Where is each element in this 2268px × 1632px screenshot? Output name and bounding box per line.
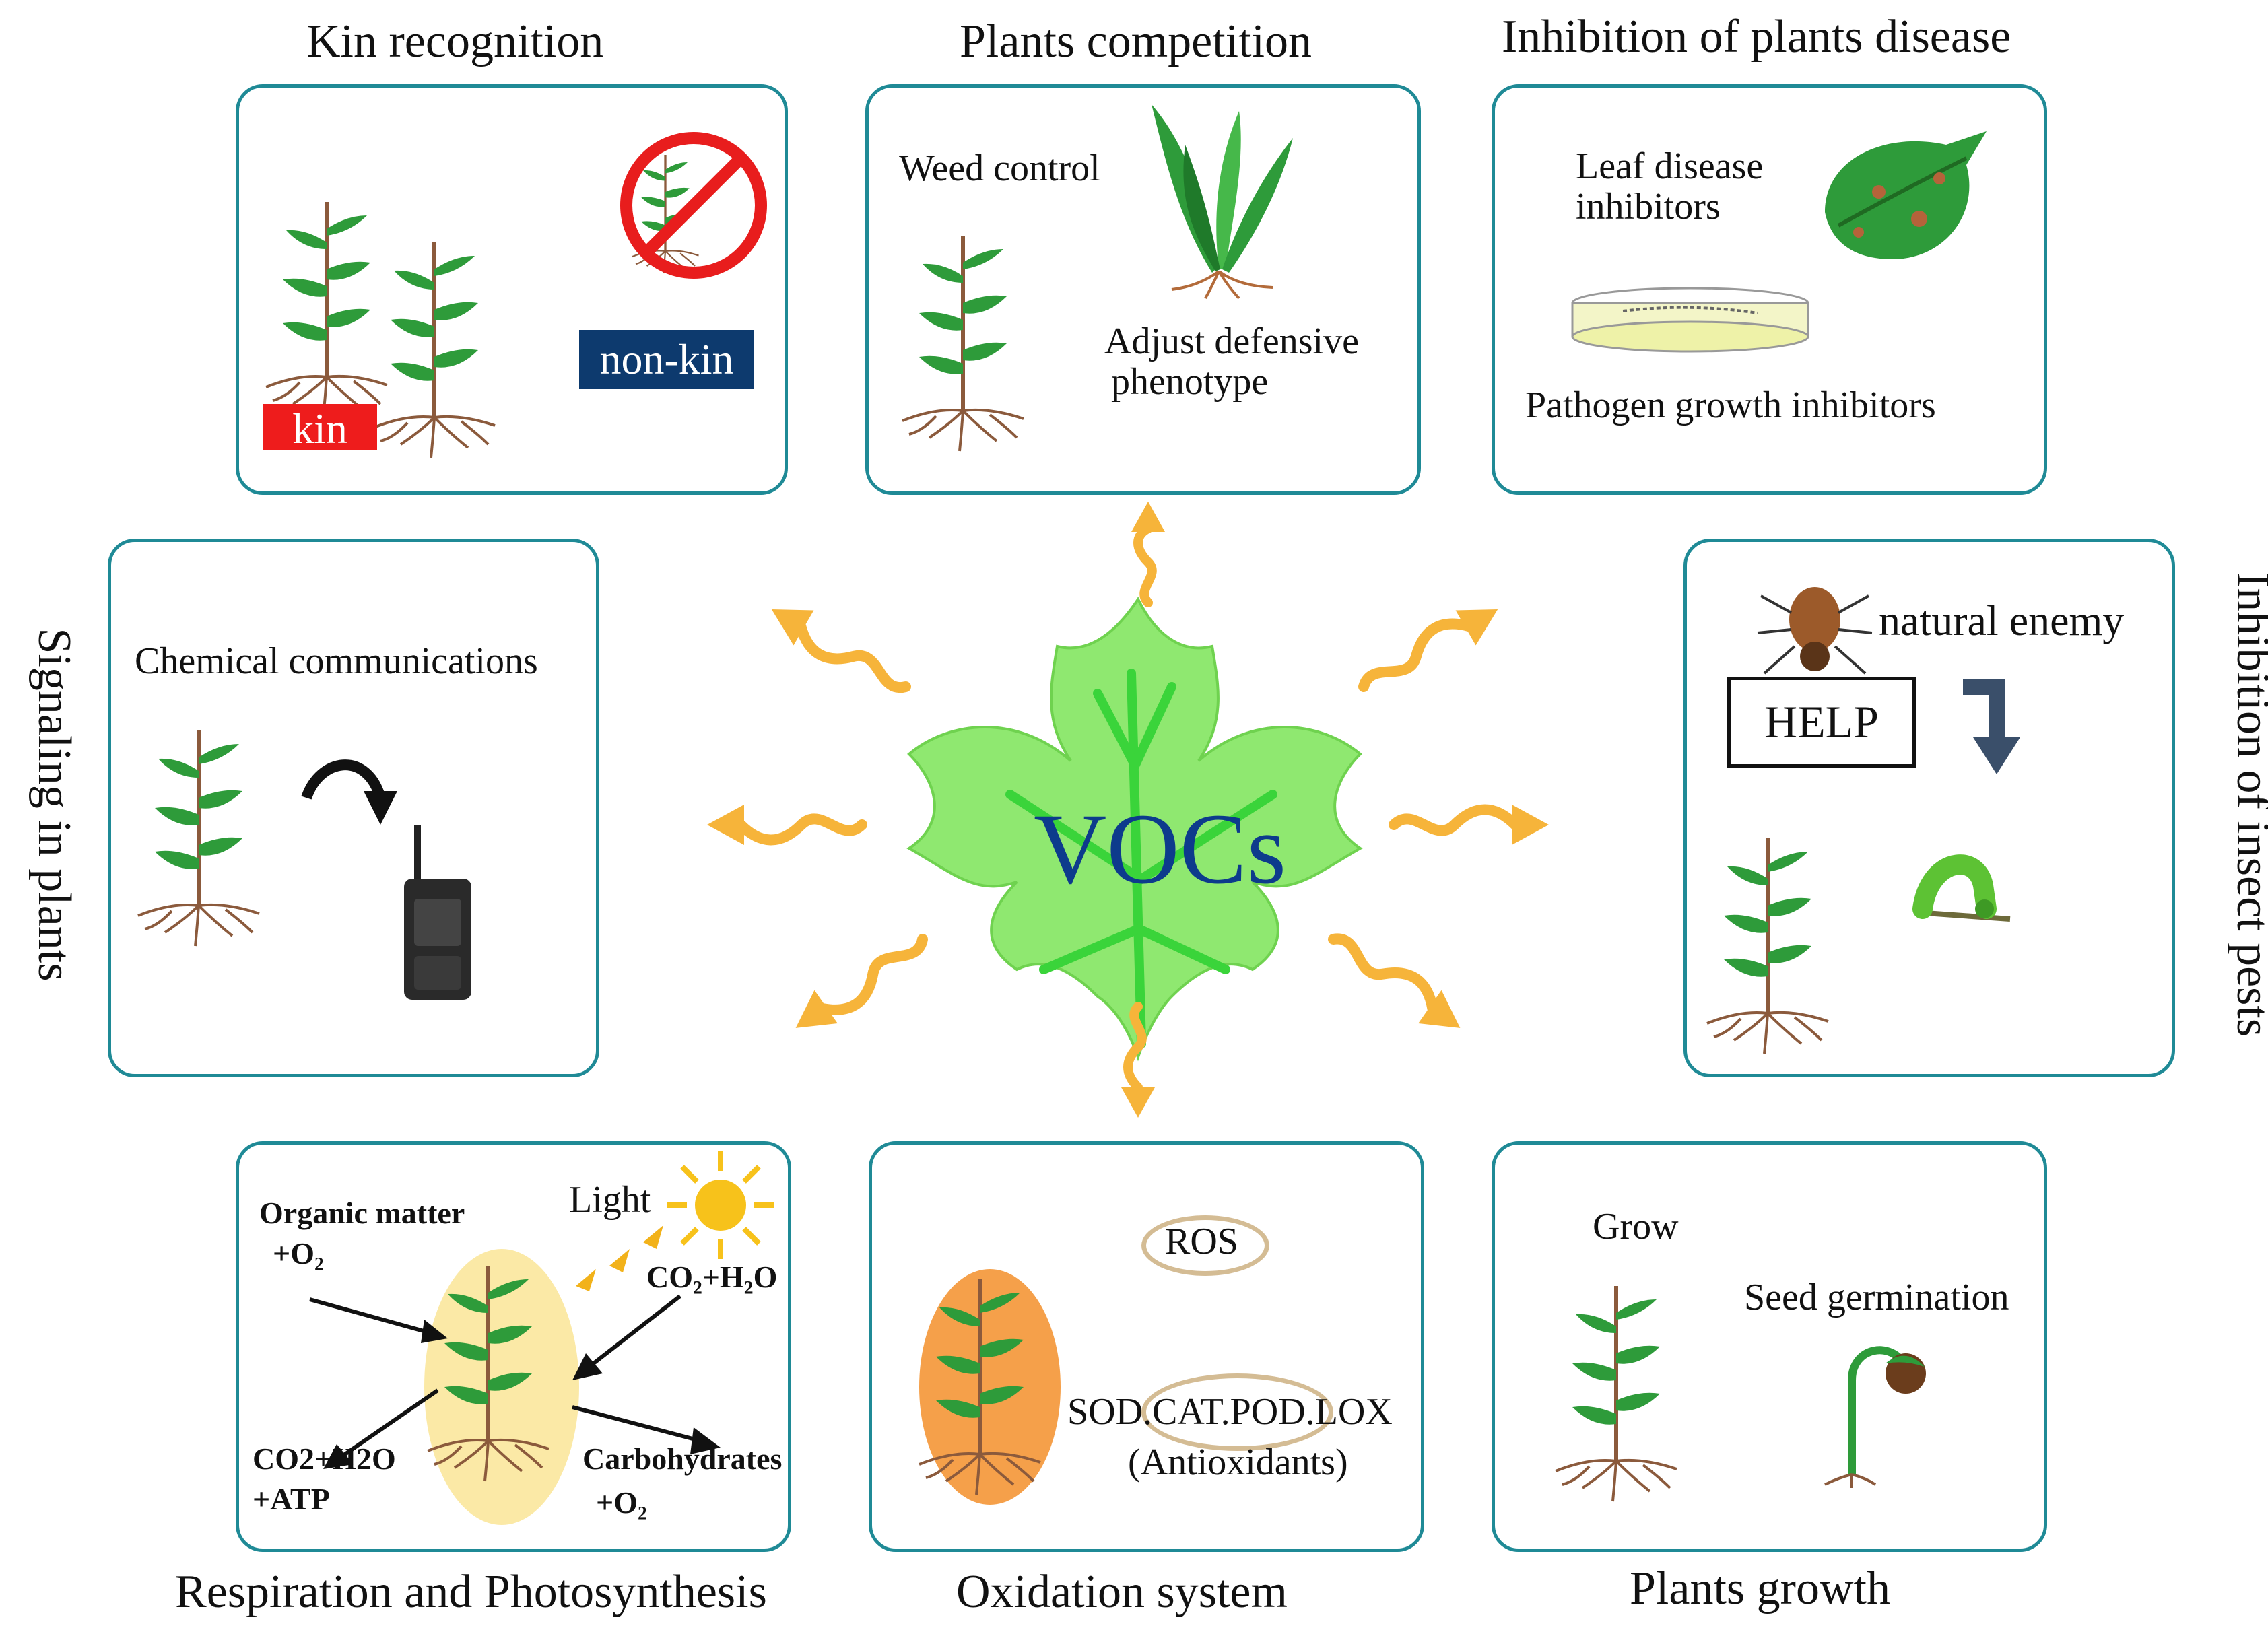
organic-matter-label: Organic matter — [259, 1196, 465, 1230]
kin-recognition-title: Kin recognition — [306, 15, 604, 67]
seedling-icon — [1824, 1346, 1926, 1488]
atp-label: +ATP — [253, 1482, 330, 1516]
co2-h2o-label: CO₂+H₂O — [646, 1260, 778, 1294]
plant-icon — [1727, 838, 1828, 1060]
adjust-defensive-label: Adjust defensive — [1104, 320, 1359, 362]
insect-pests-panel: natural enemy HELP — [1683, 539, 2175, 1077]
signaling-title: Signaling in plants — [28, 627, 80, 982]
light-rays-icon — [576, 1225, 663, 1291]
emission-arrow-down — [1121, 1002, 1155, 1118]
kin-tag: kin — [263, 404, 377, 452]
emission-arrow-up — [1131, 502, 1165, 607]
plant-icon — [158, 730, 259, 953]
inhibitors-label: inhibitors — [1576, 186, 1721, 228]
plant-icon — [939, 1279, 1040, 1501]
vocs-leaf-icon — [906, 597, 1363, 1062]
enzymes-label: SOD.CAT.POD.LOX — [1067, 1391, 1393, 1433]
plant-disease-panel: Leaf disease inhibitors Pathogen growth … — [1492, 84, 2047, 495]
insect-pests-title: Inhibition of insect pests — [2227, 572, 2268, 1038]
weed-icon — [1152, 104, 1293, 300]
emission-arrow-down-left — [734, 922, 936, 1057]
plant-icon — [923, 236, 1024, 458]
arrow-icon — [572, 1405, 721, 1454]
petri-dish-icon — [1571, 287, 1809, 353]
down-arrow-icon — [1963, 679, 2020, 774]
emission-arrow-left — [680, 794, 882, 855]
respiration-title: Respiration and Photosynthesis — [175, 1566, 767, 1618]
walkie-talkie-icon — [404, 825, 471, 1000]
kin-plant-icon — [394, 242, 495, 465]
help-box: HELP — [1727, 677, 1916, 768]
arrow-icon — [309, 1297, 448, 1343]
ros-ellipse — [1141, 1215, 1269, 1276]
signaling-panel: Chemical communications — [108, 539, 599, 1077]
orange-glow — [919, 1269, 1061, 1505]
no-nonkin-icon — [620, 132, 767, 279]
plants-growth-title: Plants growth — [1630, 1563, 1890, 1614]
plant-disease-title: Inhibition of plants disease — [1502, 11, 2011, 63]
oxidation-panel: ROS SOD.CAT.POD.LOX (Antioxidants) — [869, 1141, 1424, 1552]
plants-competition-panel: Weed control Adjust defensive phenotype — [865, 84, 1421, 495]
beetle-icon — [1757, 587, 1873, 675]
sun-icon — [667, 1151, 774, 1259]
respiration-panel: Organic matter +O₂ Light CO₂+H₂O CO2+H2O… — [236, 1141, 791, 1552]
chemical-communications-label: Chemical communications — [135, 640, 538, 682]
phenotype-label: phenotype — [1111, 361, 1269, 403]
seed-germination-label: Seed germination — [1744, 1277, 2009, 1318]
curved-arrow-icon — [301, 759, 397, 825]
weed-control-label: Weed control — [899, 147, 1100, 189]
carb-o2-label: +O₂ — [596, 1485, 647, 1520]
ros-label: ROS — [1165, 1221, 1238, 1262]
kin-recognition-panel: kin non-kin — [236, 84, 788, 495]
arrow-icon — [572, 1294, 681, 1380]
emission-arrow-up-left — [704, 569, 926, 704]
organic-o2-label: +O₂ — [273, 1236, 324, 1270]
diseased-leaf-icon — [1825, 131, 1987, 259]
antioxidant-ellipse — [1141, 1373, 1333, 1451]
antioxidants-label: (Antioxidants) — [1128, 1441, 1348, 1483]
kin-plant-icon — [286, 202, 387, 424]
grow-label: Grow — [1593, 1206, 1679, 1248]
plants-growth-panel: Grow Seed germination — [1492, 1141, 2047, 1552]
carbohydrates-label: Carbohydrates — [582, 1441, 782, 1476]
emission-arrow-down-right — [1320, 922, 1529, 1057]
emission-arrow-up-right — [1343, 569, 1566, 704]
light-label: Light — [569, 1179, 651, 1221]
caterpillar-icon — [1912, 854, 2011, 922]
nonkin-tag: non-kin — [579, 330, 754, 389]
pathogen-inhibitors-label: Pathogen growth inhibitors — [1525, 384, 1936, 426]
oxidation-title: Oxidation system — [956, 1566, 1288, 1618]
natural-enemy-label: natural enemy — [1879, 597, 2125, 644]
vocs-label: VOCs — [1034, 793, 1287, 905]
emission-arrow-right — [1380, 794, 1582, 855]
leaf-disease-label: Leaf disease — [1576, 145, 1764, 187]
plants-competition-title: Plants competition — [960, 15, 1312, 67]
arrow-icon — [323, 1388, 439, 1469]
plant-icon — [448, 1266, 549, 1488]
plant-icon — [1576, 1286, 1677, 1508]
co2-h2o-output-label: CO2+H2O — [253, 1441, 396, 1476]
